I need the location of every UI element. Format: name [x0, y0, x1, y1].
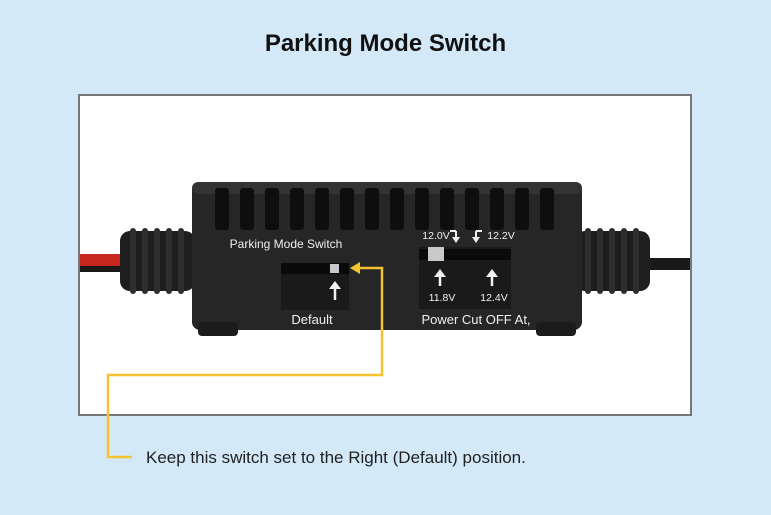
arrow-down-right-icon	[450, 230, 460, 243]
device-photo: Parking Mode Switch Default 12.0V	[78, 94, 692, 416]
arrow-up-icon	[486, 269, 498, 286]
parking-switch-knob	[330, 264, 339, 273]
page-title: Parking Mode Switch	[264, 30, 507, 57]
voltage-11-8: 11.8V	[429, 292, 456, 304]
black-wire-right	[640, 258, 690, 270]
parking-mode-switch-label: Parking Mode Switch	[230, 237, 343, 251]
arrow-up-icon	[434, 269, 446, 286]
power-cut-switch-knob	[428, 247, 444, 261]
device-illustration: Parking Mode Switch Default 12.0V	[80, 182, 690, 336]
power-cut-switch-slot	[419, 249, 511, 260]
vent-slots	[215, 188, 554, 230]
voltage-12-4: 12.4V	[480, 292, 507, 304]
arrow-down-left-icon	[472, 230, 482, 243]
voltage-12-0: 12.0V	[422, 230, 449, 242]
voltage-12-2: 12.2V	[487, 230, 514, 242]
default-label: Default	[291, 312, 333, 327]
power-cut-label: Power Cut OFF At,	[421, 312, 530, 327]
left-strain-relief	[120, 228, 195, 294]
right-strain-relief	[575, 228, 650, 294]
caption: Keep this switch set to the Right (Defau…	[146, 448, 526, 467]
